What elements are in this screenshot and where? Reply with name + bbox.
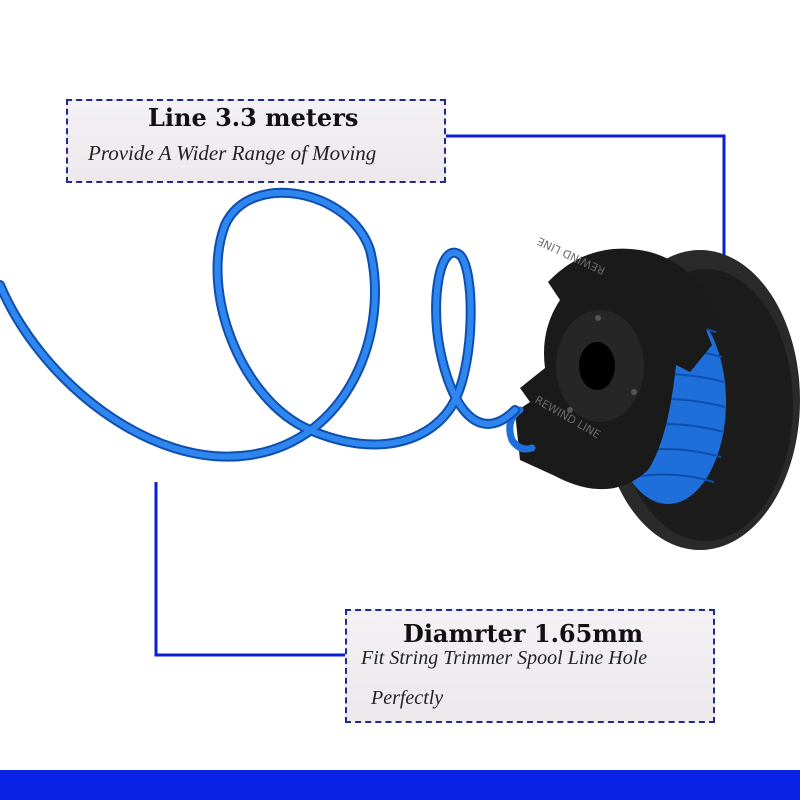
callout-diameter: Diamrter 1.65mm Fit String Trimmer Spool… <box>345 609 715 723</box>
spool: REWIND LINE REWIND LINE <box>506 234 800 550</box>
bottom-color-bar <box>0 770 800 800</box>
callout-diameter-subtitle-line1: Fit String Trimmer Spool Line Hole <box>361 647 648 669</box>
callout-line-length: Line 3.3 meters Provide A Wider Range of… <box>66 99 446 183</box>
callout-line-length-title: Line 3.3 meters <box>148 103 359 132</box>
callout-diameter-title: Diamrter 1.65mm <box>403 619 644 648</box>
leader-line-bottom <box>154 482 345 657</box>
callout-line-length-subtitle: Provide A Wider Range of Moving <box>88 141 377 165</box>
callout-diameter-subtitle-line2: Perfectly <box>371 687 444 709</box>
spool-center-hole <box>579 342 615 390</box>
